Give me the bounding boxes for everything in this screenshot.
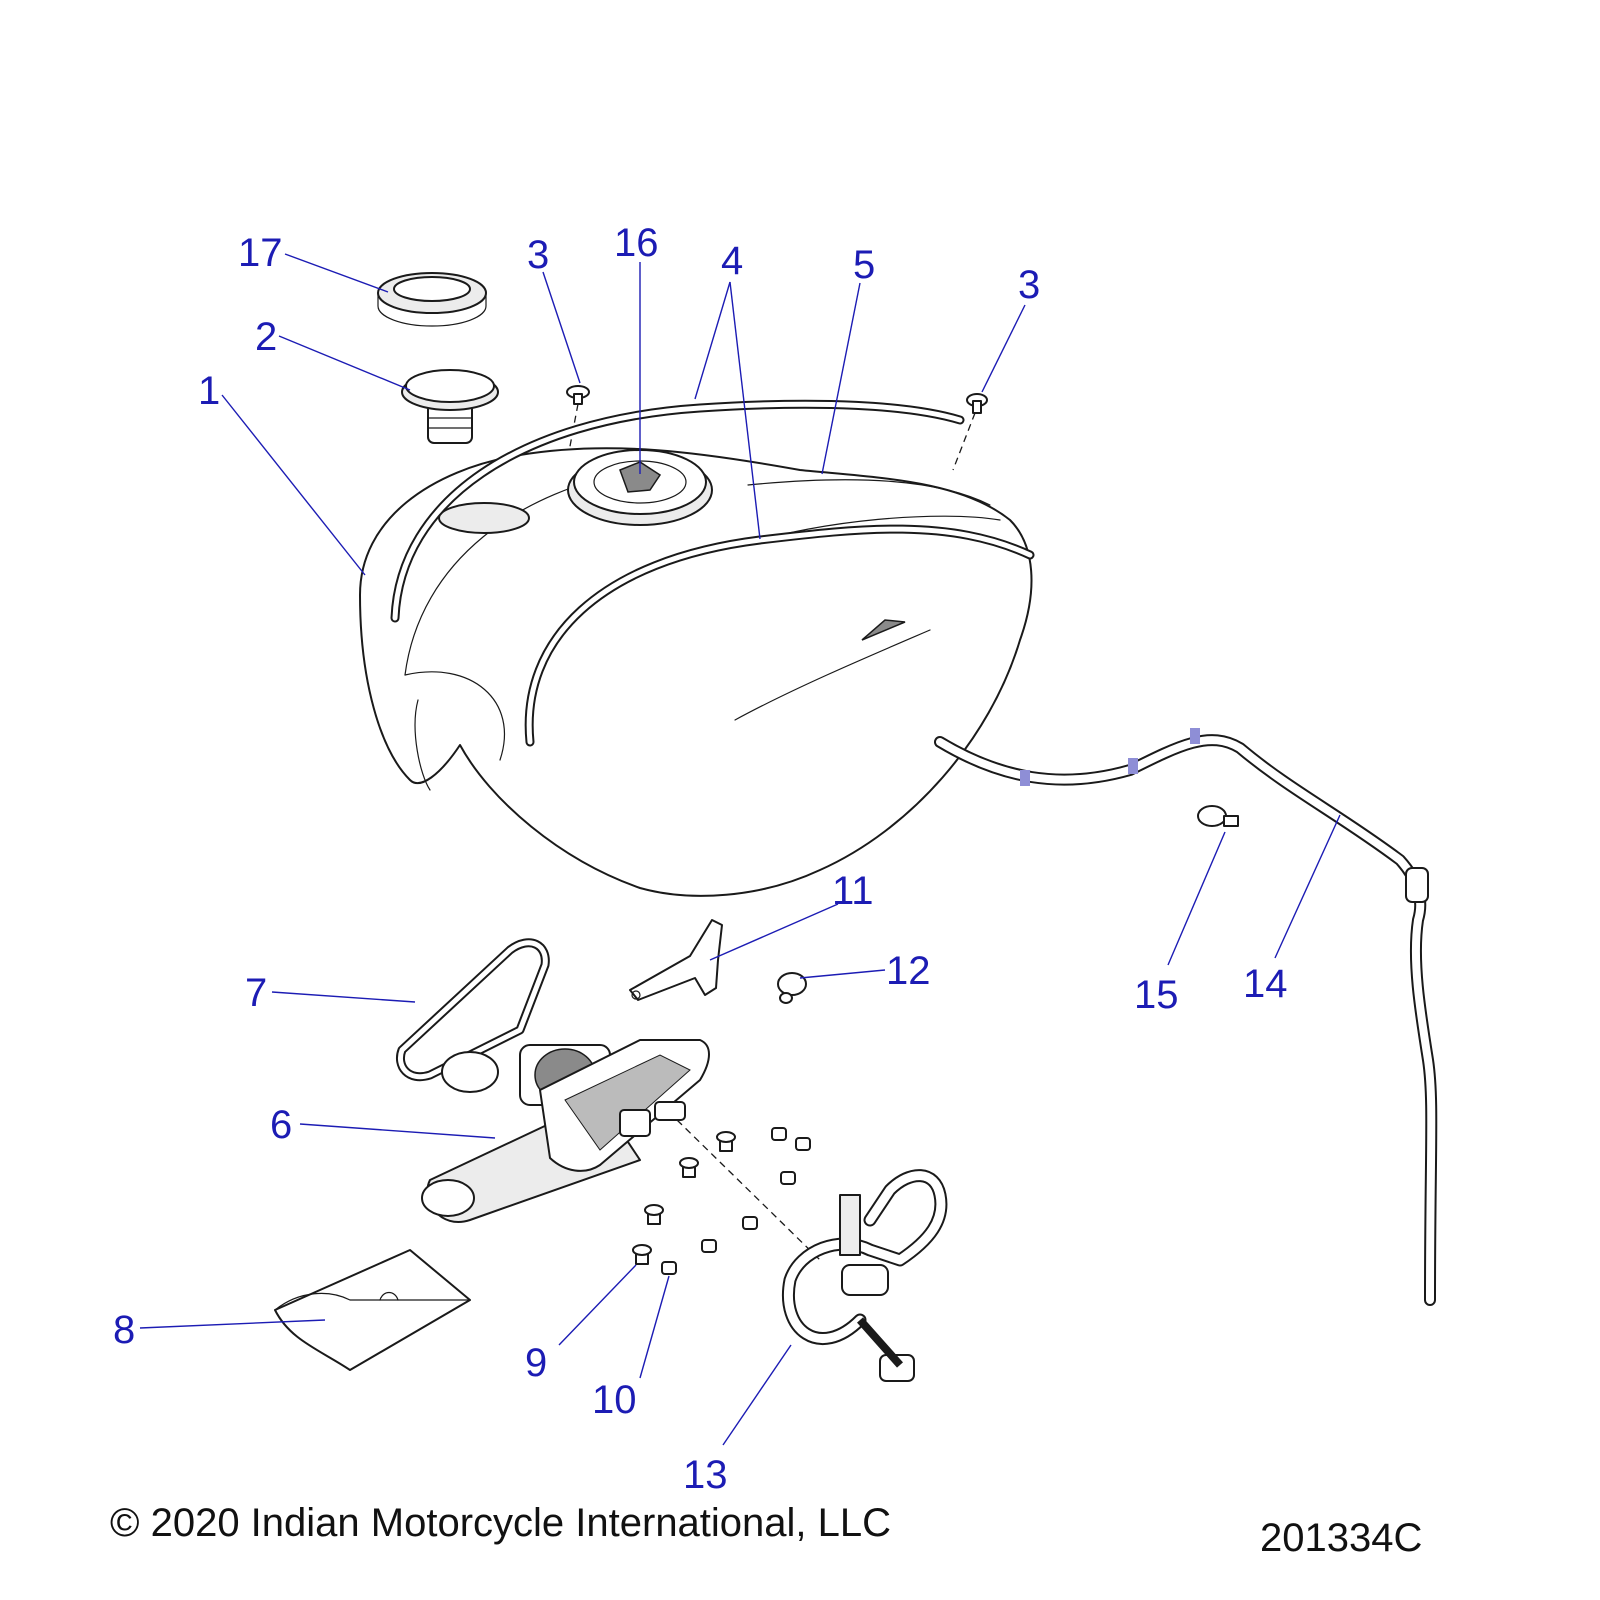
callout-7: 7: [245, 971, 267, 1015]
leader-5: [821, 282, 861, 475]
leader-4a: [694, 281, 731, 400]
callout-16: 16: [614, 221, 659, 265]
part-10-nuts: [661, 1127, 811, 1275]
leader-13: [722, 1344, 792, 1446]
leader-14: [1274, 814, 1341, 959]
callout-5: 5: [853, 243, 875, 287]
part-2-fuel-cap: [401, 369, 499, 444]
copyright-notice: © 2020 Indian Motorcycle International, …: [110, 1501, 892, 1545]
part-17-filler-ring: [377, 272, 487, 327]
leader-10: [639, 1275, 670, 1379]
callout-3: 3: [527, 233, 549, 277]
leader-8: [139, 1319, 326, 1329]
leader-9: [558, 1264, 637, 1346]
leader-4b: [729, 281, 761, 540]
callout-17: 17: [238, 231, 283, 275]
drawing-number: 201334C: [1260, 1516, 1423, 1560]
leader-2: [278, 335, 411, 391]
part-15-hose-clamp: [1197, 805, 1239, 827]
leader-lines: [139, 253, 1341, 1446]
callout-15: 15: [1134, 973, 1179, 1017]
leader-12: [799, 969, 886, 979]
callout-13: 13: [683, 1453, 728, 1497]
callout-12: 12: [886, 949, 931, 993]
part-1-fuel-tank: [359, 447, 1033, 897]
leader-11: [709, 903, 839, 961]
part-7-pump-gasket: [396, 938, 550, 1082]
leader-15: [1167, 831, 1226, 966]
leader-17: [284, 253, 389, 293]
leader-6: [299, 1123, 496, 1139]
callout-8: 8: [113, 1308, 135, 1352]
callout-11: 11: [832, 869, 874, 913]
part-12-clip: [777, 972, 807, 1004]
callout-10: 10: [592, 1378, 637, 1422]
leader-3b: [981, 304, 1026, 393]
callout-9: 9: [525, 1341, 547, 1385]
part-4-trim-rails: [390, 399, 1035, 747]
part-6-fuel-pump: [421, 1039, 821, 1261]
part-13-fuel-line: [782, 1169, 948, 1382]
part-8-shield: [274, 1249, 471, 1371]
part-3-screw-right: [952, 393, 988, 471]
leader-7: [271, 991, 416, 1003]
callout-labels: 17 2 1 3 16 4 5 3 11 12 7 6 15 14 8 9 10…: [113, 221, 1288, 1497]
leader-3a: [542, 271, 581, 384]
part-11-bracket: [629, 919, 723, 1001]
callout-6: 6: [270, 1103, 292, 1147]
part-9-bolts: [632, 1131, 736, 1265]
callout-2: 2: [255, 315, 277, 359]
callout-3-right: 3: [1018, 263, 1040, 307]
callout-14: 14: [1243, 962, 1288, 1006]
callout-4: 4: [721, 239, 743, 283]
leader-1: [221, 394, 366, 576]
callout-1: 1: [198, 369, 220, 413]
part-14-vent-hose: [934, 728, 1438, 1306]
